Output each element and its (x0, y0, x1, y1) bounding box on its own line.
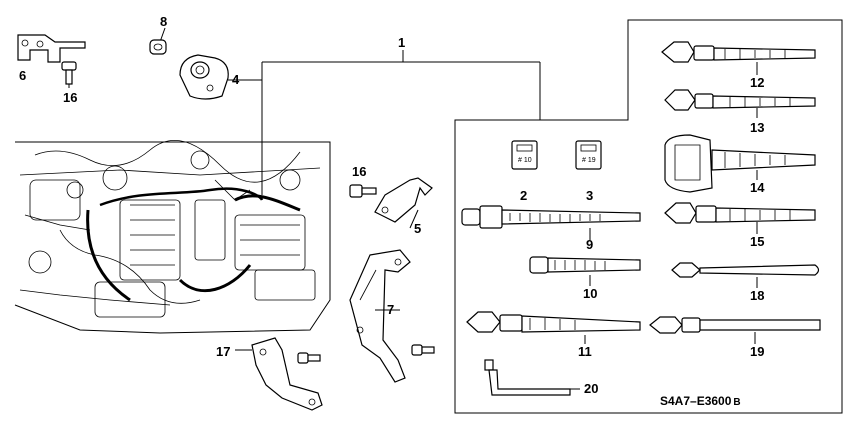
part-3-marking: # 19 (582, 157, 596, 164)
bolt-near-7 (411, 344, 435, 356)
callout-12: 12 (750, 75, 764, 90)
part-16-bolt-b (349, 184, 377, 198)
callout-16-b: 16 (352, 164, 366, 179)
part-19-tie (649, 316, 821, 344)
callout-18: 18 (750, 288, 764, 303)
callout-10: 10 (583, 286, 597, 301)
part-11-tie (466, 311, 641, 344)
part-14-clip (664, 134, 816, 193)
callout-4: 4 (232, 72, 240, 87)
part-5-bracket (374, 177, 433, 229)
callout-7: 7 (387, 302, 394, 317)
callout-6: 6 (19, 68, 26, 83)
callout-17: 17 (216, 344, 230, 359)
part-10-tie (529, 256, 641, 286)
part-18-tie (671, 262, 820, 288)
callout-11: 11 (578, 344, 592, 359)
part-8-grommet (149, 27, 167, 55)
callout-13: 13 (750, 120, 764, 135)
clip-group-frame (454, 19, 843, 414)
callout-labels: 1 2 3 4 5 6 7 8 9 10 11 12 13 14 15 16 1… (19, 14, 765, 396)
callout-20: 20 (584, 381, 598, 396)
part-2-connector (511, 140, 538, 170)
drawing-code-suffix: B (733, 397, 740, 408)
callout-14: 14 (750, 180, 765, 195)
callout-5: 5 (414, 221, 421, 236)
part-20-bracket (484, 359, 580, 396)
callout-16-a: 16 (63, 90, 77, 105)
part-15-clip (664, 202, 816, 234)
bolt-near-17 (297, 352, 321, 364)
part-2-marking: # 10 (518, 157, 532, 164)
callout-9: 9 (586, 237, 593, 252)
callout-1: 1 (398, 35, 405, 50)
part-4-grommet (179, 54, 262, 100)
callout-2: 2 (520, 188, 527, 203)
part-12-clip (661, 41, 816, 75)
part-6-bracket (17, 34, 86, 63)
engine-bay-illustration (14, 140, 331, 334)
callout-3: 3 (586, 188, 593, 203)
part-3-connector (575, 140, 602, 170)
part-17-bracket (235, 337, 323, 411)
drawing-code-main: S4A7–E3600 (660, 394, 732, 408)
part-7-stay (349, 249, 411, 383)
callout-19: 19 (750, 344, 764, 359)
part-13-clip (664, 89, 816, 118)
callout-8: 8 (160, 14, 167, 29)
callout-15: 15 (750, 234, 764, 249)
part-9-tie (461, 205, 641, 240)
callout-1-bracket (261, 50, 541, 195)
part-16-bolt-a (61, 61, 77, 88)
